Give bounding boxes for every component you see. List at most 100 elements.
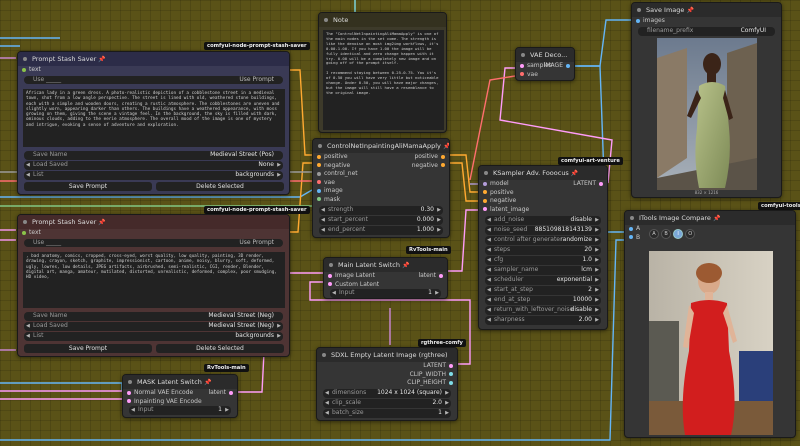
positive-input-port[interactable]: positive <box>479 189 549 198</box>
node-header[interactable]: Save Image 📌 <box>632 3 781 17</box>
mask-latent-switch-node[interactable]: MASK Latent Switch 📌 Normal VAE Encode I… <box>122 374 238 418</box>
text-input-port[interactable]: text <box>18 229 289 238</box>
node-header[interactable]: SDXL Empty Latent Image (rgthree) <box>317 348 457 362</box>
prompt-stash-saver-node[interactable]: Prompt Stash Saver 📌 text Use _____ Use … <box>17 51 290 195</box>
node-header[interactable]: ITools Image Compare 📌 <box>625 211 795 225</box>
latent-image-input-port[interactable]: latent_image <box>479 206 549 215</box>
mode-i-button[interactable]: I <box>673 229 684 239</box>
image-compare-node[interactable]: ITools Image Compare 📌 A B A B I O <box>624 210 796 438</box>
mask-input-port[interactable]: mask <box>313 196 383 205</box>
sdxl-empty-latent-node[interactable]: SDXL Empty Latent Image (rgthree) LATENT… <box>316 347 458 421</box>
inpainting-vae-encode-input-port[interactable]: Inpainting VAE Encode <box>123 398 237 407</box>
vae-decode-node[interactable]: VAE Deco... samples vae IMAGE <box>515 47 575 81</box>
normal-vae-encode-input-port[interactable]: Normal VAE Encode <box>123 389 237 398</box>
main-latent-switch-node[interactable]: Main Latent Switch 📌 Image Latent Custom… <box>323 257 448 299</box>
prompt-textarea[interactable]: , bad anatomy, comics, cropped, cross-ey… <box>23 252 285 308</box>
mode-a-button[interactable]: A <box>649 229 659 239</box>
node-header[interactable]: VAE Deco... <box>516 48 574 62</box>
negative-input-port[interactable]: negative <box>313 162 383 171</box>
latent-output-port[interactable]: latent <box>418 272 447 281</box>
compare-image-preview[interactable] <box>649 251 773 435</box>
images-input-port[interactable]: images <box>632 17 781 26</box>
positive-input-port[interactable]: positive <box>313 153 383 162</box>
use-prompt-row[interactable]: Use _____ Use Prompt <box>24 75 283 84</box>
ksampler-node[interactable]: KSampler Adv. Fooocus 📌 model positive n… <box>478 165 608 330</box>
negative-input-port[interactable]: negative <box>479 197 549 206</box>
node-header[interactable]: Prompt Stash Saver 📌 <box>18 52 289 66</box>
use-prompt-row[interactable]: Use _____ Use Prompt <box>24 238 283 247</box>
custom-latent-input-port[interactable]: Custom Latent <box>324 281 447 290</box>
prompt-stash-saver-node[interactable]: Prompt Stash Saver 📌 text Use _____ Use … <box>17 214 290 357</box>
latent-output-port[interactable]: LATENT <box>573 180 607 189</box>
image-input-port[interactable]: image <box>313 187 383 196</box>
samples-input-port[interactable]: samples <box>516 62 574 71</box>
image-output-port[interactable]: IMAGE <box>544 62 574 71</box>
mode-o-button[interactable]: O <box>685 229 696 239</box>
negative-output-port[interactable]: negative <box>389 162 449 171</box>
node-header[interactable]: KSampler Adv. Fooocus 📌 <box>479 166 607 180</box>
node-header[interactable]: Main Latent Switch 📌 <box>324 258 447 272</box>
vae-input-port[interactable]: vae <box>313 179 383 188</box>
collapse-dot-icon[interactable] <box>23 220 27 224</box>
output-image-preview[interactable] <box>657 38 757 190</box>
a-input-port[interactable]: A <box>625 225 795 234</box>
collapse-dot-icon[interactable] <box>484 171 488 175</box>
node-header[interactable]: ControlNetInpaintingAliMamaApply 📌 <box>313 139 449 153</box>
collapse-dot-icon[interactable] <box>128 380 132 384</box>
latent-output-port[interactable]: LATENT <box>407 362 457 371</box>
model-input-port[interactable]: model <box>479 180 549 189</box>
collapse-dot-icon[interactable] <box>324 18 328 22</box>
collapse-dot-icon[interactable] <box>329 263 333 267</box>
collapse-dot-icon[interactable] <box>630 216 634 220</box>
save-prompt-button[interactable]: Save Prompt <box>24 182 152 191</box>
latent-output-port[interactable]: latent <box>208 389 237 398</box>
b-input-port[interactable]: B <box>625 234 795 243</box>
collapse-dot-icon[interactable] <box>322 353 326 357</box>
controlnet-inpainting-node[interactable]: ControlNetInpaintingAliMamaApply 📌 posit… <box>312 138 450 238</box>
control-net-input-port[interactable]: control_net <box>313 170 383 179</box>
collapse-dot-icon[interactable] <box>23 57 27 61</box>
node-header[interactable]: Prompt Stash Saver 📌 <box>18 215 289 229</box>
note-textarea[interactable]: The "ControlNetInpaintingAliMamaApply" i… <box>323 30 444 130</box>
node-header[interactable]: MASK Latent Switch 📌 <box>123 375 237 389</box>
note-node[interactable]: Note The "ControlNetInpaintingAliMamaApp… <box>318 12 447 133</box>
clip-height-output-port[interactable]: CLIP_HEIGHT <box>407 379 457 388</box>
node-header[interactable]: Note <box>319 13 446 27</box>
collapse-dot-icon[interactable] <box>521 53 525 57</box>
clip-width-output-port[interactable]: CLIP_WIDTH <box>407 371 457 380</box>
collapse-dot-icon[interactable] <box>318 144 322 148</box>
collapse-dot-icon[interactable] <box>637 8 641 12</box>
prompt-textarea[interactable]: African lady in a green dress. A photo-r… <box>23 89 285 147</box>
mode-b-button[interactable]: B <box>661 229 672 239</box>
vae-input-port[interactable]: vae <box>516 71 574 80</box>
save-prompt-button[interactable]: Save Prompt <box>24 344 152 353</box>
image-latent-input-port[interactable]: Image Latent <box>324 272 447 281</box>
